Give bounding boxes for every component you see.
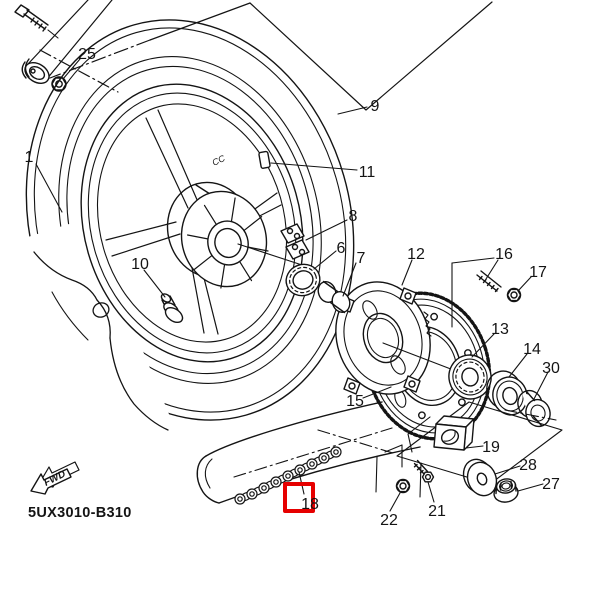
clutch-hub-12 (335, 281, 432, 395)
part-label-17[interactable]: 17 (529, 264, 547, 281)
part-label-15[interactable]: 15 (346, 393, 364, 410)
part-label-30[interactable]: 30 (542, 360, 560, 377)
drive-chain-18 (196, 401, 421, 505)
valve-stem-10 (160, 293, 184, 324)
axle-nut-27 (493, 478, 519, 503)
part-label-13[interactable]: 13 (491, 321, 509, 338)
axle-axis-line (382, 342, 457, 372)
adjuster-nut-22 (395, 478, 411, 494)
pivot-bolt (14, 4, 59, 39)
part-label-9[interactable]: 9 (371, 98, 380, 115)
part-label-27[interactable]: 27 (542, 476, 560, 493)
wheel-marking: CC (210, 153, 227, 168)
stud-bolt-16 (451, 257, 502, 328)
rim (80, 83, 304, 363)
nut-17 (506, 287, 522, 303)
part-label-14[interactable]: 14 (523, 341, 541, 358)
part-label-11[interactable]: 11 (359, 164, 376, 181)
wheel-hub (166, 181, 303, 289)
adjuster-block-19 (433, 415, 475, 451)
part-label-22[interactable]: 22 (380, 512, 398, 529)
tire-cross-section (33, 251, 169, 431)
part-label-28[interactable]: 28 (519, 457, 537, 474)
part-label-8[interactable]: 8 (349, 208, 358, 225)
cush-damper-8 (280, 223, 310, 260)
collar-7 (317, 280, 351, 314)
part-label-1[interactable]: 1 (25, 149, 34, 166)
highlight-box (283, 482, 315, 513)
part-label-6[interactable]: 6 (337, 240, 346, 257)
bearing-13 (448, 354, 492, 400)
bearing-6 (285, 263, 321, 297)
fwd-arrow: FWD (30, 461, 80, 495)
tire-cutaway-mask (6, 218, 178, 478)
part-label-19[interactable]: 19 (482, 439, 500, 456)
part-label-16[interactable]: 16 (495, 246, 513, 263)
part-label-25[interactable]: 25 (78, 46, 96, 63)
diagram-code: 5UX3010-B310 (28, 505, 132, 521)
part-label-18[interactable]: 18 (301, 496, 319, 513)
part-label-21[interactable]: 21 (428, 503, 446, 520)
adjuster-bolt-21 (413, 459, 435, 483)
part-label-10[interactable]: 10 (131, 256, 149, 273)
washer-28 (462, 458, 498, 497)
swingarm-end-cap (21, 58, 50, 84)
swingarm-phantom-lines (27, 0, 493, 111)
rim-weight-11 (258, 150, 271, 169)
part-label-12[interactable]: 12 (407, 246, 425, 263)
part-label-7[interactable]: 7 (357, 250, 366, 267)
